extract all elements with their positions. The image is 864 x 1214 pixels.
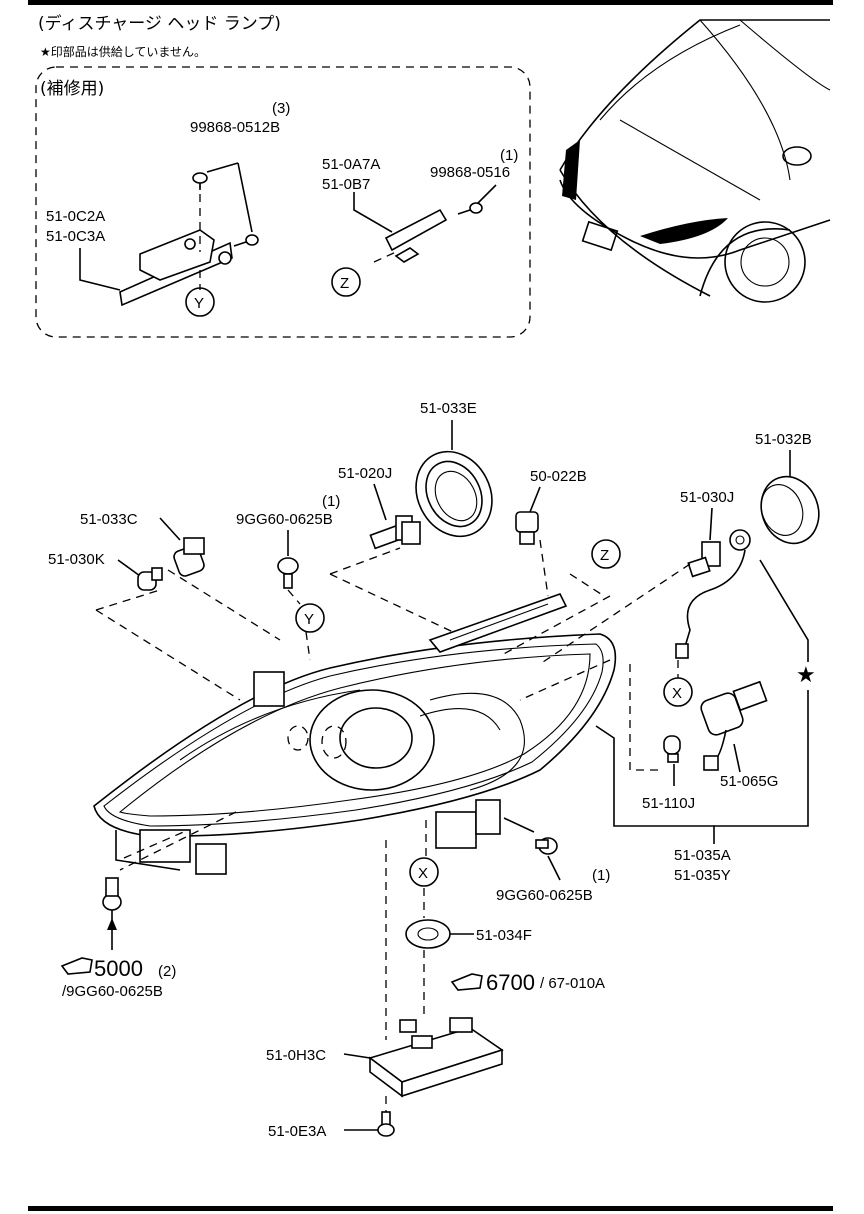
callout-99868-0512b: 99868-0512B — [190, 119, 280, 136]
callout-51-035a: 51-035A — [674, 847, 731, 864]
screw-icon — [377, 1111, 395, 1137]
callout-51-030j: 51-030J — [680, 489, 734, 506]
callout-51-032b: 51-032B — [755, 431, 812, 448]
callout-51-0c2a: 51-0C2A — [46, 208, 105, 225]
marker-z: Z — [340, 275, 349, 292]
dust-cap-033e — [415, 450, 493, 538]
supply-note: ★印部品は供給していません。 — [40, 44, 206, 59]
pointing-hand-icon — [450, 973, 483, 991]
marker-z-main: Z — [600, 547, 609, 564]
bolt-icon — [192, 172, 208, 190]
star-icon: ★ — [796, 662, 816, 687]
diagram-title: (ディスチャージ ヘッド ランプ) — [38, 13, 281, 34]
callout-51-0e3a: 51-0E3A — [268, 1123, 326, 1140]
screw-icon — [102, 877, 122, 911]
ref-6700-part: / 67-010A — [540, 975, 605, 992]
marker-y-circle — [295, 603, 325, 633]
callout-51-0h3c: 51-0H3C — [266, 1047, 326, 1064]
screw-icon — [277, 557, 299, 589]
ballast-0h3c — [368, 1017, 504, 1098]
bulb-030k — [137, 567, 163, 591]
marker-y: Y — [194, 295, 204, 312]
bulb-110j — [663, 735, 681, 763]
bottom-rule — [28, 1206, 833, 1211]
marker-y-main: Y — [304, 611, 314, 628]
callout-9gg60-0625b-bottom: 9GG60-0625B — [496, 887, 593, 904]
callout-51-033c: 51-033C — [80, 511, 138, 528]
marker-x-right: X — [672, 685, 682, 702]
ref-6700: 6700 — [486, 970, 535, 995]
bulb-030j — [675, 529, 751, 659]
callout-51-0b7: 51-0B7 — [322, 176, 370, 193]
callout-51-110j: 51-110J — [642, 795, 695, 812]
ref-5000-part: /9GG60-0625B — [62, 983, 163, 1000]
callout-9gg60-0625b-top: 9GG60-0625B — [236, 511, 333, 528]
callout-50-022b: 50-022B — [530, 468, 587, 485]
pointing-hand-icon — [60, 957, 93, 975]
repair-box-label: (補修用) — [40, 79, 104, 99]
callout-qty: (1) — [592, 867, 610, 884]
bolt-icon — [457, 202, 483, 215]
marker-y-circle — [185, 287, 215, 317]
callout-51-0a7a: 51-0A7A — [322, 156, 380, 173]
callout-qty: (1) — [322, 493, 340, 510]
repair-parts-box — [35, 66, 531, 338]
ref-5000: 5000 — [94, 956, 143, 981]
marker-z-circle — [591, 539, 621, 569]
callout-51-020j: 51-020J — [338, 465, 392, 482]
car-front-illustration — [559, 19, 831, 303]
top-rule — [28, 0, 833, 5]
callout-99868-0516: 99868-0516 — [430, 164, 510, 181]
bolt-icon — [233, 234, 259, 247]
callout-51-0c3a: 51-0C3A — [46, 228, 105, 245]
callout-51-065g: 51-065G — [720, 773, 778, 790]
callout-qty: (3) — [272, 100, 290, 117]
callout-qty: (1) — [500, 147, 518, 164]
marker-x-center: X — [418, 865, 428, 882]
marker-z-circle — [331, 267, 361, 297]
bracket-z-drawing — [373, 202, 483, 263]
callout-51-034f: 51-034F — [476, 927, 532, 944]
socket-065g — [700, 680, 768, 771]
headlamp-assembly — [93, 593, 617, 875]
socket-022b — [515, 511, 539, 545]
bulb-020j — [369, 515, 421, 550]
gasket-034f — [405, 919, 451, 949]
bracket-y-drawing — [119, 172, 259, 307]
ref-5000-qty: (2) — [158, 963, 176, 980]
callout-51-033e: 51-033E — [420, 400, 477, 417]
callout-51-035y: 51-035Y — [674, 867, 731, 884]
dust-cap-032b — [760, 475, 820, 545]
callout-51-030k: 51-030K — [48, 551, 105, 568]
marker-x-circle — [409, 857, 439, 887]
socket-033c — [173, 537, 205, 577]
screw-icon — [535, 837, 558, 855]
